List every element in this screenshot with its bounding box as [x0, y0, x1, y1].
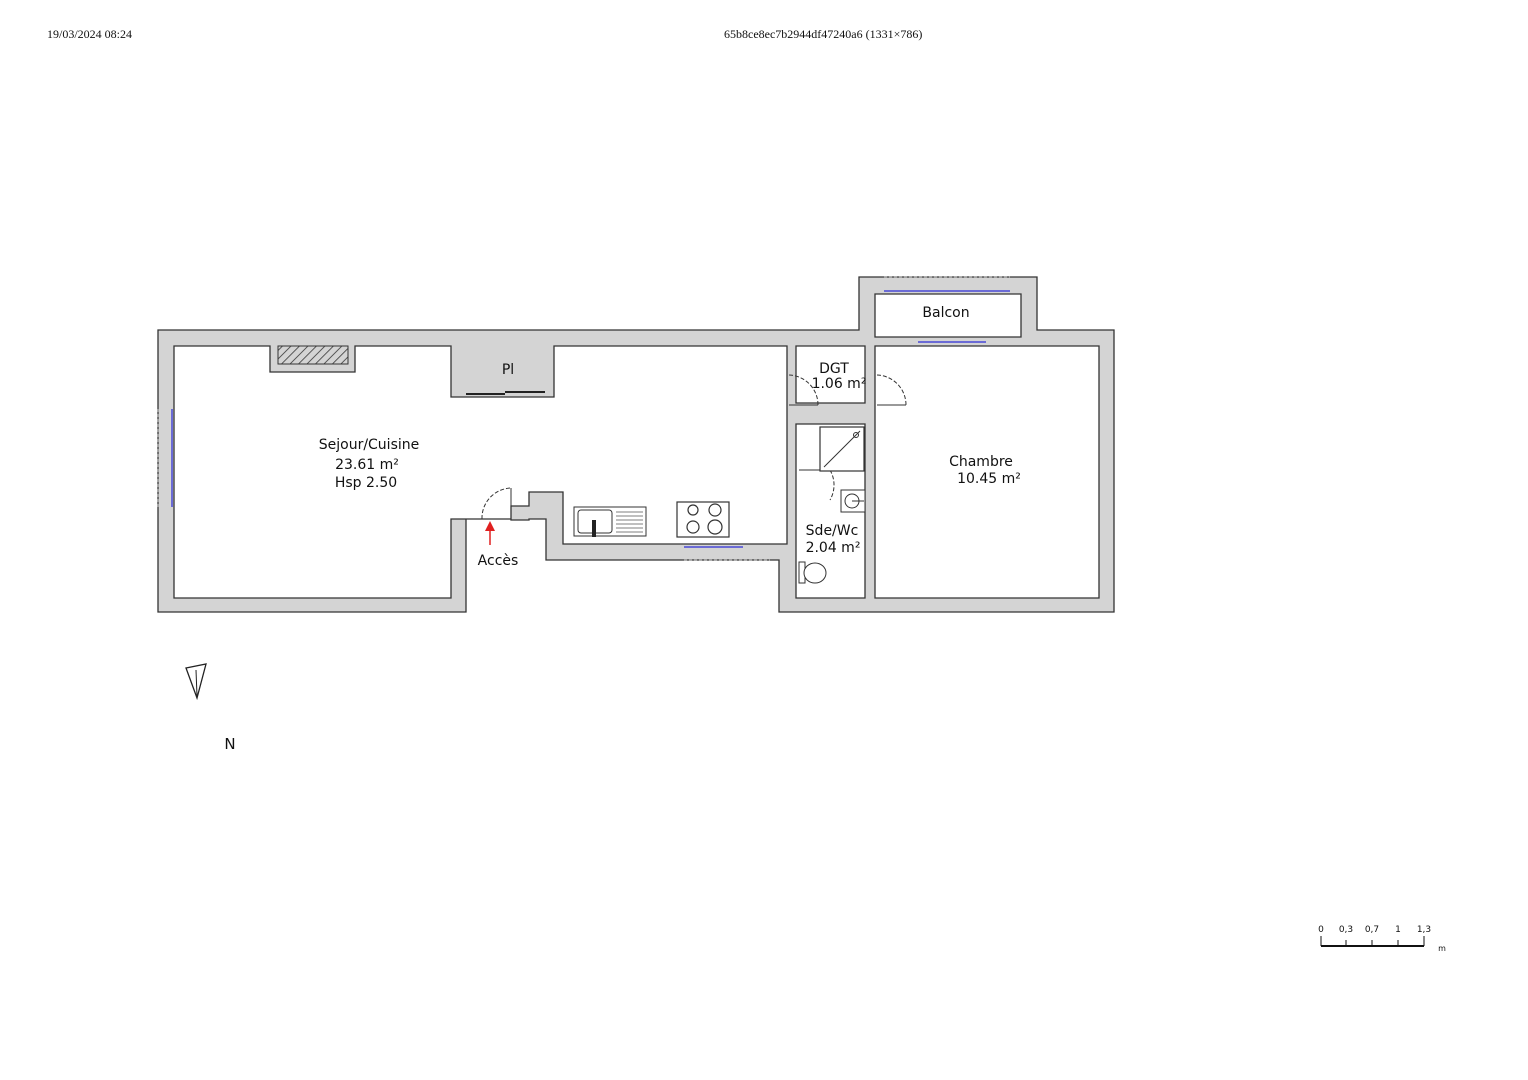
scale-tick-1: 0,3 — [1339, 925, 1353, 935]
room-name-sdewc: Sde/Wc — [806, 523, 859, 539]
cooktop — [676, 501, 730, 538]
room-area-sdewc: 2.04 m² — [806, 540, 861, 556]
access-label: Accès — [478, 553, 519, 569]
room-name-balcon: Balcon — [922, 305, 969, 321]
room-name-sejour: Sejour/Cuisine — [319, 437, 420, 453]
scale-tick-0: 0 — [1318, 925, 1324, 935]
room-area-chambre: 10.45 m² — [957, 471, 1021, 487]
window-sills — [157, 276, 1010, 561]
scale-tick-3: 1 — [1395, 925, 1401, 935]
room-area-sejour: 23.61 m² — [335, 457, 399, 473]
toilet — [798, 561, 827, 584]
room-name-chambre: Chambre — [949, 454, 1013, 470]
doors — [481, 374, 907, 520]
kitchen-sink — [573, 506, 647, 537]
room-name-placard: Pl — [502, 362, 514, 378]
room-area-dgt: 1.06 m² — [812, 376, 867, 392]
header-date: 19/03/2024 08:24 — [47, 27, 133, 41]
scale-tick-2: 0,7 — [1365, 925, 1379, 935]
room-name-dgt: DGT — [819, 361, 849, 377]
windows — [171, 290, 1010, 548]
access-arrow — [485, 521, 495, 545]
scale-unit: m — [1438, 944, 1446, 953]
header-title: 65b8ce8ec7b2944df47240a6 (1331×786) — [724, 27, 923, 41]
scale-tick-4: 1,3 — [1417, 925, 1431, 935]
chimney-hatch — [277, 345, 349, 365]
room-height-sejour: Hsp 2.50 — [335, 475, 397, 491]
walls — [157, 276, 1115, 613]
scale-bar — [1320, 936, 1425, 947]
compass-label: N — [224, 735, 235, 753]
placard-doors — [466, 391, 545, 395]
